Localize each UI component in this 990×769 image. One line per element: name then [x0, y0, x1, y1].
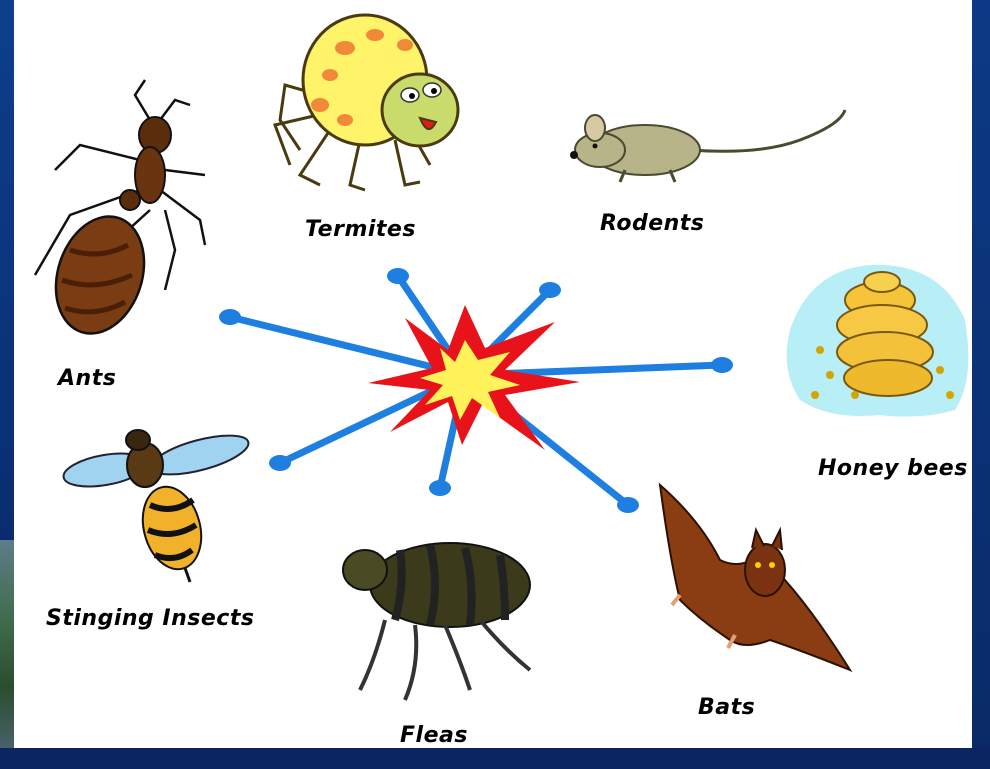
stinging-insects-illustration: [61, 428, 252, 582]
ants-illustration: [35, 80, 205, 345]
fleas-illustration: [343, 543, 530, 700]
label-stinging-insects: Stinging Insects: [46, 606, 254, 631]
rodents-illustration: [570, 110, 845, 182]
label-ants: Ants: [56, 366, 116, 391]
termites-illustration: [275, 15, 458, 190]
label-bats: Bats: [698, 695, 755, 720]
bats-illustration: [660, 485, 850, 670]
honeybees-illustration: [787, 265, 969, 417]
label-termites: Termites: [305, 217, 416, 242]
center-burst: [368, 305, 580, 450]
label-rodents: Rodents: [600, 211, 704, 236]
label-honeybees: Honey bees: [818, 456, 968, 481]
label-fleas: Fleas: [400, 723, 468, 748]
